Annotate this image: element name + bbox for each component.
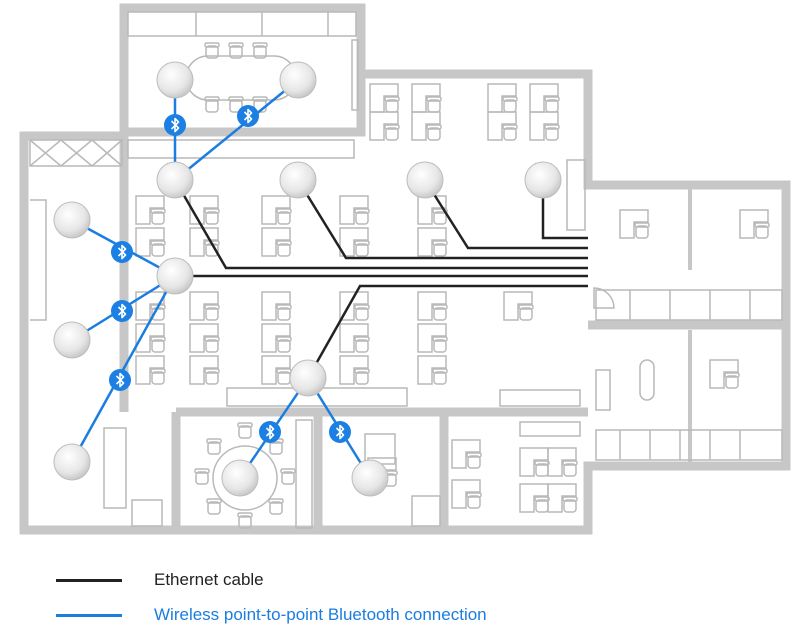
ethernet-cable: [296, 179, 588, 260]
ethernet-cable: [306, 284, 588, 379]
ceiling-sensor-icon: [53, 201, 91, 239]
legend-ethernet-swatch: [56, 578, 122, 582]
ceiling-sensor-icon: [289, 359, 327, 397]
conference-room-wall: [119, 3, 366, 137]
legend-bluetooth-label: Wireless point-to-point Bluetooth connec…: [154, 605, 487, 624]
legend-ethernet-label: Ethernet cable: [154, 570, 264, 589]
office-floor-plan: [19, 3, 791, 535]
ceiling-sensor-icon: [53, 321, 91, 359]
bluetooth-icon: [110, 299, 134, 323]
furniture: [29, 11, 783, 529]
walls: [19, 3, 791, 535]
ceiling-sensor-icon: [156, 257, 194, 295]
bluetooth-link: [70, 275, 177, 463]
ethernet-cable: [423, 179, 588, 250]
ceiling-sensor-icon: [156, 161, 194, 199]
ceiling-sensor-icon: [279, 61, 317, 99]
bluetooth-icon: [258, 420, 282, 444]
bluetooth-icon: [163, 113, 187, 137]
ceiling-sensor-icon: [156, 61, 194, 99]
ceiling-sensor-icon: [351, 459, 389, 497]
ceiling-sensor-icon: [221, 459, 259, 497]
devices: [53, 61, 562, 497]
ethernet-cables: [173, 179, 588, 379]
bluetooth-icon: [108, 368, 132, 392]
legend-bluetooth-swatch: [56, 613, 122, 617]
bluetooth-icon: [236, 104, 260, 128]
legend-ethernet: Ethernet cable: [56, 570, 264, 590]
bluetooth-icon: [328, 420, 352, 444]
ethernet-cable: [173, 179, 588, 270]
ceiling-sensor-icon: [406, 161, 444, 199]
bluetooth-icon: [110, 240, 134, 264]
ceiling-sensor-icon: [53, 443, 91, 481]
workstations: [136, 84, 769, 512]
ceiling-sensor-icon: [279, 161, 317, 199]
main-office-wall: [19, 69, 791, 535]
legend-bluetooth: Wireless point-to-point Bluetooth connec…: [56, 605, 487, 625]
ethernet-cable: [541, 180, 588, 240]
bluetooth-link: [174, 79, 299, 181]
ceiling-sensor-icon: [524, 161, 562, 199]
